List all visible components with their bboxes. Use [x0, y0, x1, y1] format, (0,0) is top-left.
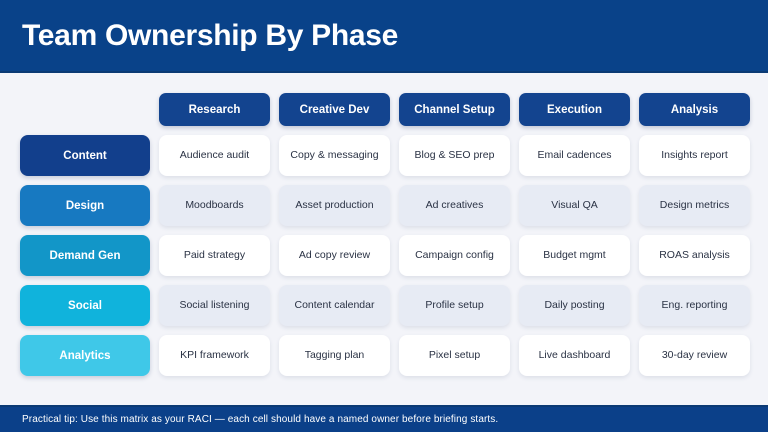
page-title: Team Ownership By Phase	[22, 18, 399, 52]
ownership-matrix: Research Creative Dev Channel Setup Executi…	[0, 73, 768, 405]
column-header-5[interactable]: Analysis	[639, 93, 750, 126]
matrix-cell[interactable]: Social listening	[159, 285, 270, 326]
matrix-grid: Research Creative Dev Channel Setup Executi…	[20, 93, 750, 376]
column-header-4[interactable]: Execution	[519, 93, 630, 126]
matrix-cell[interactable]: ROAS analysis	[639, 235, 750, 276]
matrix-cell[interactable]: Pixel setup	[399, 335, 510, 376]
page-header: Team Ownership By Phase	[0, 0, 768, 73]
matrix-cell[interactable]: KPI framework	[159, 335, 270, 376]
matrix-cell[interactable]: Blog & SEO prep	[399, 135, 510, 176]
matrix-cell[interactable]: Ad creatives	[399, 185, 510, 226]
matrix-cell[interactable]: Moodboards	[159, 185, 270, 226]
matrix-cell[interactable]: 30-day review	[639, 335, 750, 376]
matrix-cell[interactable]: Tagging plan	[279, 335, 390, 376]
matrix-cell[interactable]: Daily posting	[519, 285, 630, 326]
matrix-cell[interactable]: Copy & messaging	[279, 135, 390, 176]
matrix-cell[interactable]: Budget mgmt	[519, 235, 630, 276]
matrix-cell[interactable]: Insights report	[639, 135, 750, 176]
matrix-cell[interactable]: Email cadences	[519, 135, 630, 176]
column-header-2[interactable]: Creative Dev	[279, 93, 390, 126]
row-header-5[interactable]: Analytics	[20, 335, 150, 376]
page-footer: Practical tip: Use this matrix as your R…	[0, 405, 768, 432]
row-header-4[interactable]: Social	[20, 285, 150, 326]
matrix-cell[interactable]: Design metrics	[639, 185, 750, 226]
column-header-3[interactable]: Channel Setup	[399, 93, 510, 126]
matrix-cell[interactable]: Campaign config	[399, 235, 510, 276]
matrix-cell[interactable]: Eng. reporting	[639, 285, 750, 326]
matrix-cell[interactable]: Asset production	[279, 185, 390, 226]
matrix-cell[interactable]: Profile setup	[399, 285, 510, 326]
matrix-corner-spacer	[20, 93, 150, 126]
row-header-2[interactable]: Design	[20, 185, 150, 226]
footer-tip-text: Practical tip: Use this matrix as your R…	[22, 414, 499, 425]
row-header-3[interactable]: Demand Gen	[20, 235, 150, 276]
matrix-cell[interactable]: Ad copy review	[279, 235, 390, 276]
matrix-cell[interactable]: Audience audit	[159, 135, 270, 176]
matrix-cell[interactable]: Visual QA	[519, 185, 630, 226]
row-header-1[interactable]: Content	[20, 135, 150, 176]
matrix-cell[interactable]: Paid strategy	[159, 235, 270, 276]
column-header-1[interactable]: Research	[159, 93, 270, 126]
matrix-cell[interactable]: Live dashboard	[519, 335, 630, 376]
matrix-cell[interactable]: Content calendar	[279, 285, 390, 326]
